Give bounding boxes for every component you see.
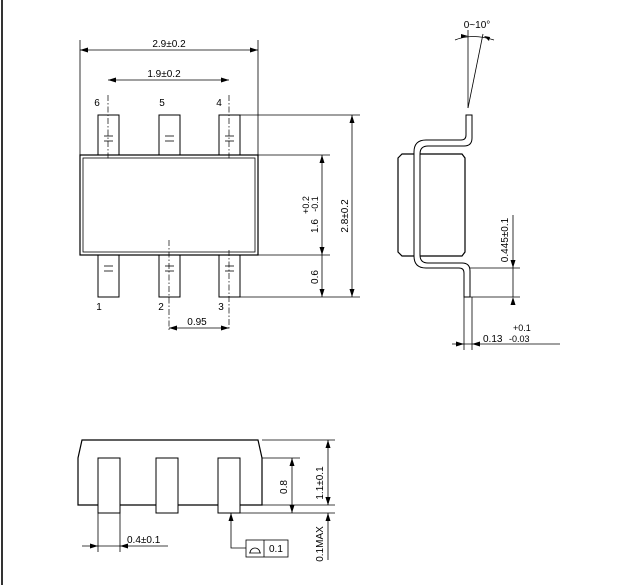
flatness-leader bbox=[230, 513, 246, 549]
dim-body-height-label: 0.8 bbox=[279, 480, 290, 494]
dim-angle-label: 0~10° bbox=[464, 20, 491, 31]
dim-pitch-label: 0.95 bbox=[187, 317, 207, 328]
pin-1-lead bbox=[97, 254, 120, 298]
dim-lead-width-label: 0.4±0.1 bbox=[127, 535, 161, 546]
dim-standoff-label: 0.1MAX bbox=[315, 526, 326, 562]
dim-body-label: 1.6 bbox=[310, 219, 321, 233]
dim-width-label: 2.9±0.2 bbox=[152, 39, 186, 50]
dim-body-tol-minus: -0.1 bbox=[310, 196, 320, 212]
flatness-frame bbox=[245, 539, 289, 558]
flatness-symbol-icon bbox=[249, 547, 261, 554]
dim-lead-length-label: 0.445±0.1 bbox=[500, 217, 511, 262]
pin-bend-marks bbox=[104, 135, 234, 272]
pin-label-5: 5 bbox=[159, 98, 165, 109]
dim-body-tol-plus: +0.2 bbox=[301, 196, 311, 214]
front-lead-3 bbox=[217, 457, 241, 514]
flatness-value-label: 0.1 bbox=[269, 544, 283, 555]
dim-overall-height-label: 1.1±0.1 bbox=[315, 466, 326, 500]
side-body bbox=[397, 153, 466, 257]
front-view: 0.8 1.1±0.1 0.1MAX 0.4±0.1 0.1 bbox=[77, 439, 335, 562]
pin-label-4: 4 bbox=[216, 98, 222, 109]
pin-3-lead bbox=[218, 254, 241, 298]
front-lead-1 bbox=[97, 457, 121, 514]
side-view: 0~10° 0.445±0.1 0.13 +0.1 -0.03 bbox=[397, 20, 560, 350]
dim-lead-thickness-label: 0.13 bbox=[483, 334, 503, 345]
dim-overall-label: 2.8±0.2 bbox=[340, 199, 351, 233]
front-lead-2 bbox=[155, 457, 179, 514]
dim-thickness-tol-minus: -0.03 bbox=[509, 334, 530, 344]
dim-pitch-outer-label: 1.9±0.2 bbox=[147, 69, 181, 80]
pin-2-lead bbox=[158, 254, 181, 298]
pin-label-1: 1 bbox=[96, 302, 102, 313]
dim-thickness-tol-plus: +0.1 bbox=[513, 323, 531, 333]
pin-label-3: 3 bbox=[218, 302, 224, 313]
pin-label-2: 2 bbox=[158, 302, 164, 313]
pin-label-6: 6 bbox=[94, 98, 100, 109]
dim-lead-label: 0.6 bbox=[310, 270, 321, 284]
top-view: 6 5 4 1 2 3 2.9±0.2 1.9±0.2 0.95 1.6 +0. bbox=[79, 39, 360, 331]
